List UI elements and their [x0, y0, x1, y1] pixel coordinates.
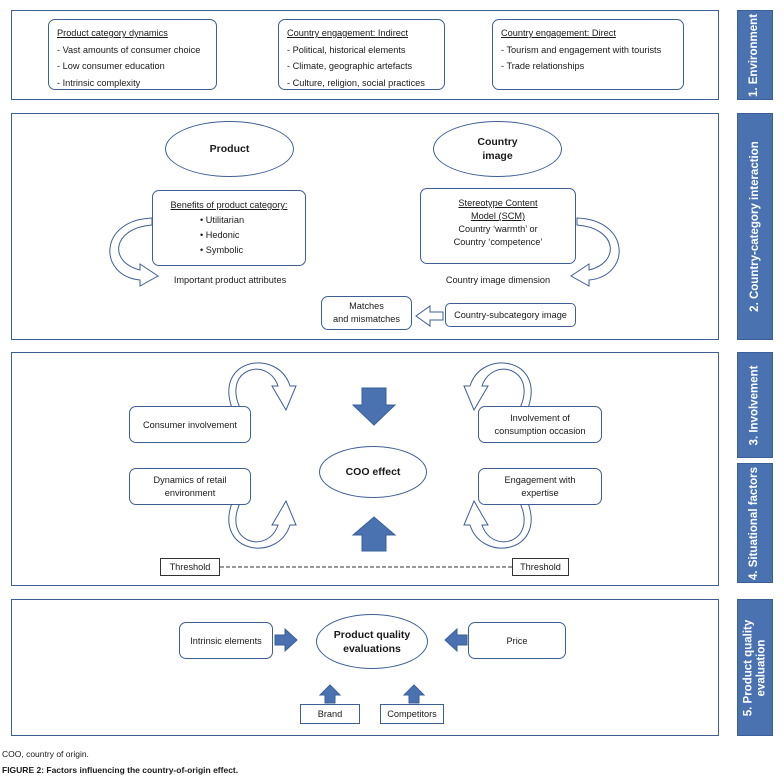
subcategory-box: Country-subcategory image: [445, 303, 576, 327]
arrow-up-brand-icon: [318, 684, 342, 704]
scm-line-1: Stereotype Content: [458, 198, 538, 208]
brand-box: Brand: [300, 704, 360, 724]
coo-effect-label: COO effect: [345, 466, 401, 478]
scm-line-3: Country ‘warmth’ or: [458, 224, 538, 234]
matches-box: Matches and mismatches: [321, 296, 412, 330]
loop-arrow-top-left-icon: [228, 362, 297, 412]
matches-line-2: and mismatches: [333, 314, 400, 324]
threshold-left-box: Threshold: [160, 558, 220, 576]
product-ellipse: Product: [165, 121, 294, 177]
subcategory-label: Country-subcategory image: [454, 310, 567, 320]
sidebar-environment: 1. Environment: [737, 10, 773, 100]
price-label: Price: [506, 635, 528, 646]
matches-line-1: Matches: [349, 301, 384, 311]
scm-box: Stereotype Content Model (SCM) Country ‘…: [420, 188, 576, 264]
hollow-arrow-left-icon: [415, 305, 444, 327]
product-category-dynamics-title: Product category dynamics: [57, 28, 168, 38]
occasion-line-1: Involvement of: [510, 412, 570, 423]
benefit-item: • Utilitarian: [200, 215, 245, 225]
competitors-label: Competitors: [387, 709, 437, 719]
scm-line-2: Model (SCM): [470, 211, 526, 221]
consumer-involvement-label: Consumer involvement: [143, 419, 237, 430]
threshold-right-label: Threshold: [520, 562, 561, 572]
expertise-line-1: Engagement with: [504, 474, 576, 485]
arrow-up-competitors-icon: [402, 684, 426, 704]
image-dimension-label: Country image dimension: [445, 275, 551, 285]
country-image-line-1: Country: [477, 136, 518, 148]
coo-effect-ellipse: COO effect: [319, 446, 427, 498]
competitors-box: Competitors: [380, 704, 444, 724]
country-engagement-indirect-box: Country engagement: Indirect - Political…: [278, 19, 445, 90]
sidebar-quality: 5. Product quality evaluation: [737, 599, 773, 736]
expertise-line-2: expertise: [521, 487, 559, 498]
env-item: - Climate, geographic artefacts: [287, 61, 413, 71]
loop-arrow-top-right-icon: [463, 362, 532, 412]
loop-arrow-bottom-left-icon: [228, 499, 297, 549]
scm-line-4: Country ‘competence’: [453, 237, 543, 247]
env-item: - Vast amounts of consumer choice: [57, 44, 201, 55]
footnote: COO, country of origin.: [2, 749, 89, 759]
loop-arrow-bottom-right-icon: [463, 499, 532, 549]
occasion-line-2: consumption occasion: [494, 425, 586, 436]
arrow-right-icon: [274, 627, 298, 653]
price-box: Price: [468, 622, 566, 659]
quality-line-1: Product quality: [333, 628, 411, 641]
retail-line-1: Dynamics of retail: [153, 474, 227, 485]
env-item: - Culture, religion, social practices: [287, 77, 425, 88]
figure-caption: FIGURE 2: Factors influencing the countr…: [2, 765, 239, 775]
sidebar-interaction: 2. Country-category interaction: [737, 113, 773, 340]
benefits-title: Benefits of product category:: [170, 200, 288, 210]
country-engagement-direct-box: Country engagement: Direct - Tourism and…: [492, 19, 684, 90]
block-arrow-up-icon: [351, 516, 397, 552]
benefits-box: Benefits of product category: • Utilitar…: [152, 190, 306, 266]
product-attributes-label: Important product attributes: [173, 275, 287, 285]
product-label: Product: [209, 143, 250, 155]
block-arrow-down-icon: [351, 387, 397, 426]
country-engagement-indirect-title: Country engagement: Indirect: [287, 28, 409, 38]
env-item: - Intrinsic complexity: [57, 77, 141, 88]
env-item: - Tourism and engagement with tourists: [501, 44, 662, 55]
threshold-left-label: Threshold: [169, 562, 211, 572]
retail-line-2: environment: [164, 487, 216, 498]
env-item: - Trade relationships: [501, 61, 585, 71]
retail-environment-box: Dynamics of retail environment: [129, 468, 251, 505]
quality-line-2: evaluations: [343, 642, 401, 655]
consumption-occasion-box: Involvement of consumption occasion: [478, 406, 602, 443]
benefit-item: • Hedonic: [200, 230, 240, 240]
env-item: - Political, historical elements: [287, 44, 406, 55]
arrow-left-icon: [444, 627, 468, 653]
benefit-item: • Symbolic: [200, 245, 244, 255]
product-category-dynamics-box: Product category dynamics - Vast amounts…: [48, 19, 217, 90]
brand-label: Brand: [317, 709, 343, 719]
intrinsic-elements-label: Intrinsic elements: [190, 635, 262, 646]
country-image-ellipse: Country image: [433, 121, 562, 177]
intrinsic-elements-box: Intrinsic elements: [179, 622, 273, 659]
quality-evaluations-ellipse: Product quality evaluations: [316, 614, 428, 669]
threshold-right-box: Threshold: [512, 558, 569, 576]
env-item: - Low consumer education: [57, 61, 165, 71]
sidebar-situational: 4. Situational factors: [737, 463, 773, 583]
expertise-box: Engagement with expertise: [478, 468, 602, 505]
country-image-line-2: image: [482, 150, 513, 162]
sidebar-involvement: 3. Involvement: [737, 352, 773, 458]
loop-arrow-left-icon: [109, 217, 159, 287]
consumer-involvement-box: Consumer involvement: [129, 406, 251, 443]
country-engagement-direct-title: Country engagement: Direct: [501, 28, 616, 38]
loop-arrow-right-icon: [570, 217, 620, 287]
